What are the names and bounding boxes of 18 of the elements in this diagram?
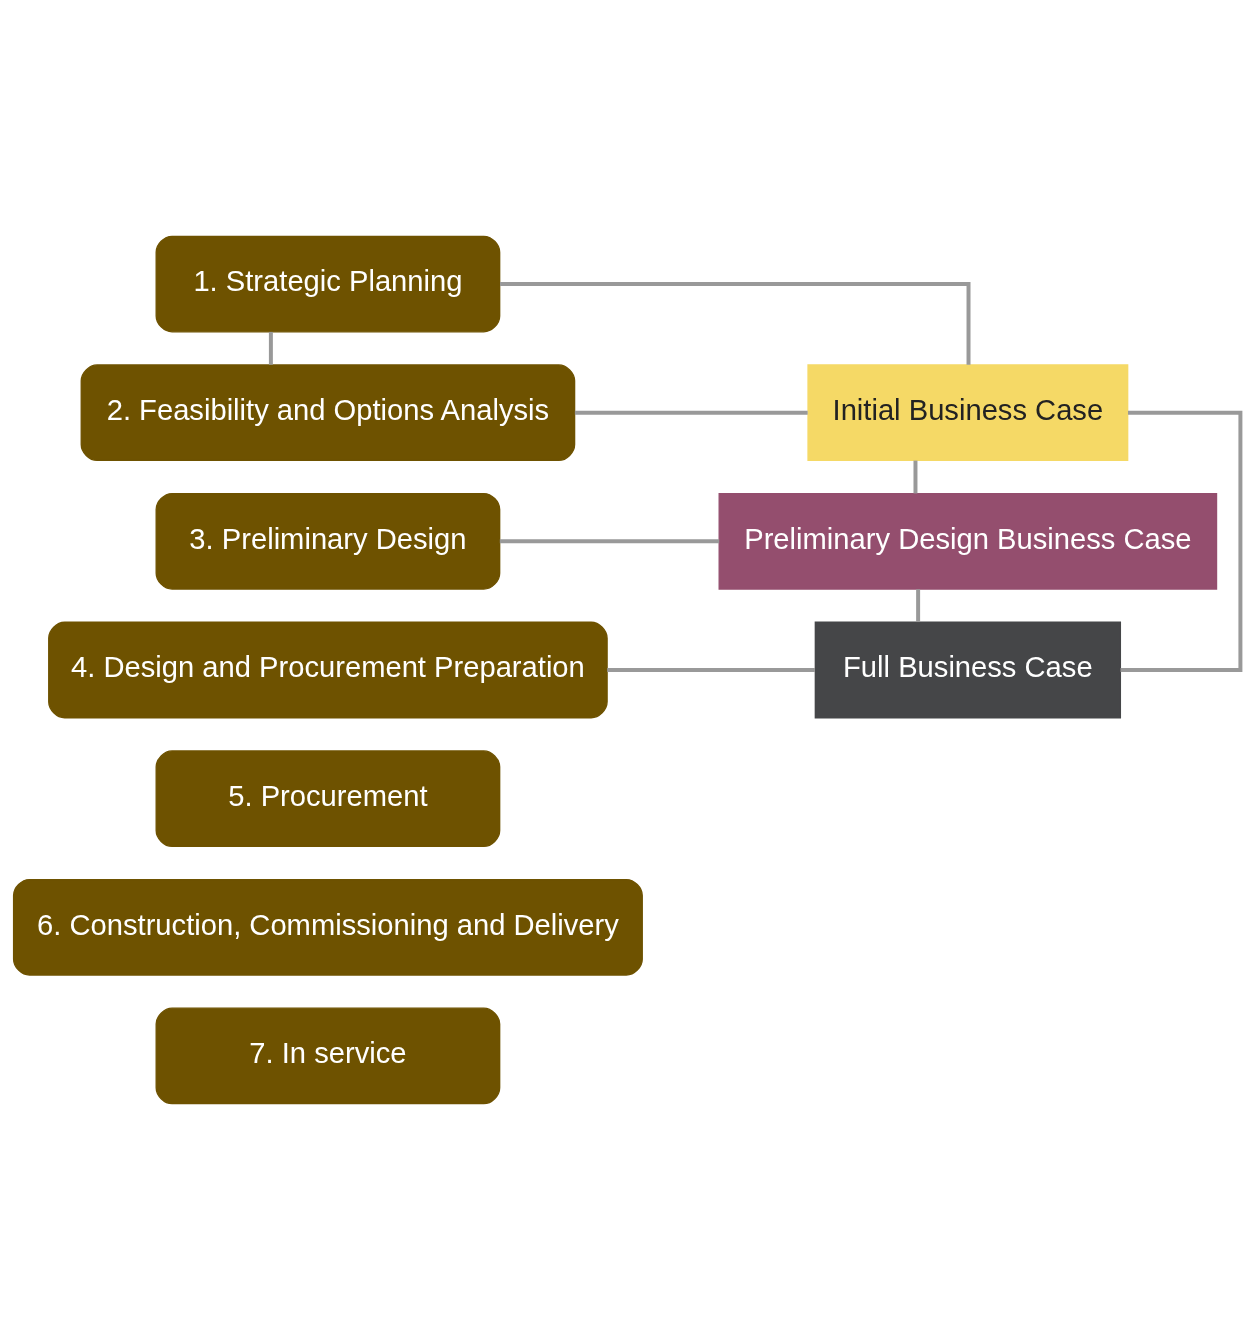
node-box: 3. Preliminary Design <box>155 492 501 590</box>
connector <box>1120 410 1243 672</box>
connector <box>607 668 815 672</box>
node-box: 2. Feasibility and Options Analysis <box>80 364 576 462</box>
node-box: 6. Construction, Commissioning and Delivery <box>12 878 643 976</box>
connector <box>500 282 971 365</box>
node-box: 7. In service <box>155 1007 501 1105</box>
node-box: Preliminary Design Business Case <box>718 492 1218 590</box>
connector <box>916 589 921 623</box>
connector <box>913 460 918 494</box>
node-box: Full Business Case <box>814 621 1122 719</box>
connector <box>268 331 273 365</box>
node-box: 4. Design and Procurement Preparation <box>48 621 608 719</box>
node-box: Initial Business Case <box>807 364 1129 462</box>
connector <box>574 410 808 415</box>
node-box: 5. Procurement <box>155 750 501 848</box>
connector <box>499 539 720 544</box>
node-box: 1. Strategic Planning <box>155 235 501 333</box>
